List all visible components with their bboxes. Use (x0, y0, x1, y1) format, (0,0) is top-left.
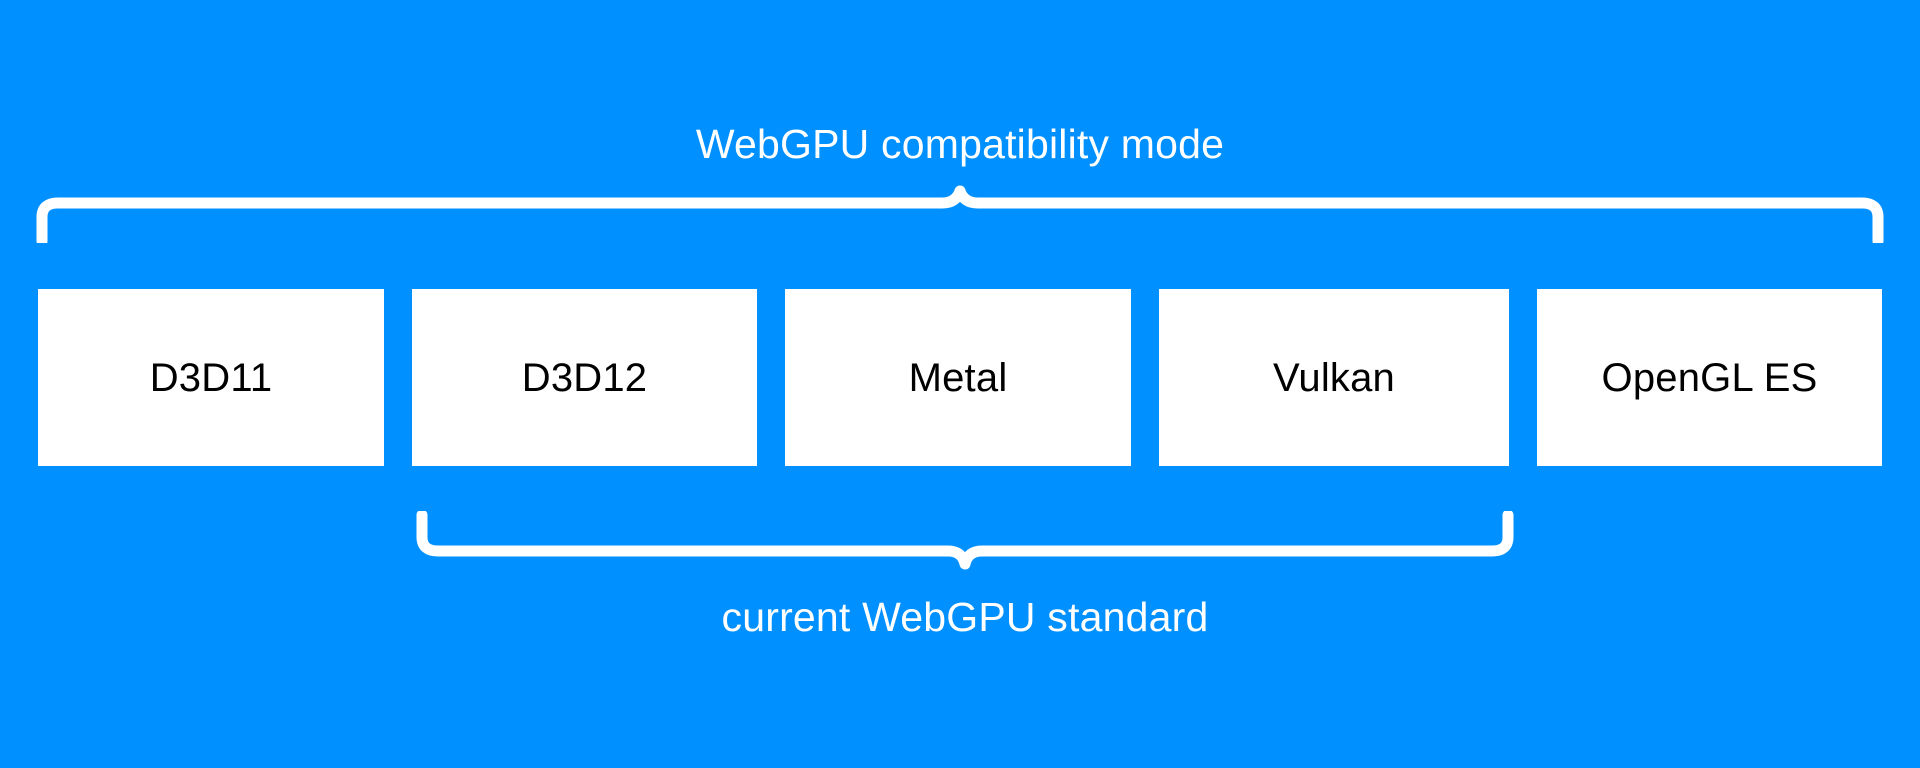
api-box-label: Vulkan (1272, 355, 1396, 400)
api-box-label: D3D12 (521, 355, 648, 400)
bottom-brace-label: current WebGPU standard (721, 594, 1209, 640)
api-box-vulkan[interactable]: Vulkan (1159, 289, 1509, 466)
api-box-label: Metal (908, 355, 1008, 400)
top-brace-icon (36, 185, 1884, 243)
api-box-metal[interactable]: Metal (785, 289, 1131, 466)
api-box-d3d11[interactable]: D3D11 (38, 289, 384, 466)
api-box-d3d12[interactable]: D3D12 (412, 289, 757, 466)
bottom-brace-icon (416, 511, 1514, 570)
api-box-label: D3D11 (149, 355, 273, 400)
top-brace-label: WebGPU compatibility mode (695, 121, 1225, 167)
api-box-opengl-es[interactable]: OpenGL ES (1537, 289, 1882, 466)
api-box-label: OpenGL ES (1601, 355, 1818, 400)
api-box-row: D3D11 D3D12 Metal Vulkan OpenGL ES (38, 289, 1882, 466)
